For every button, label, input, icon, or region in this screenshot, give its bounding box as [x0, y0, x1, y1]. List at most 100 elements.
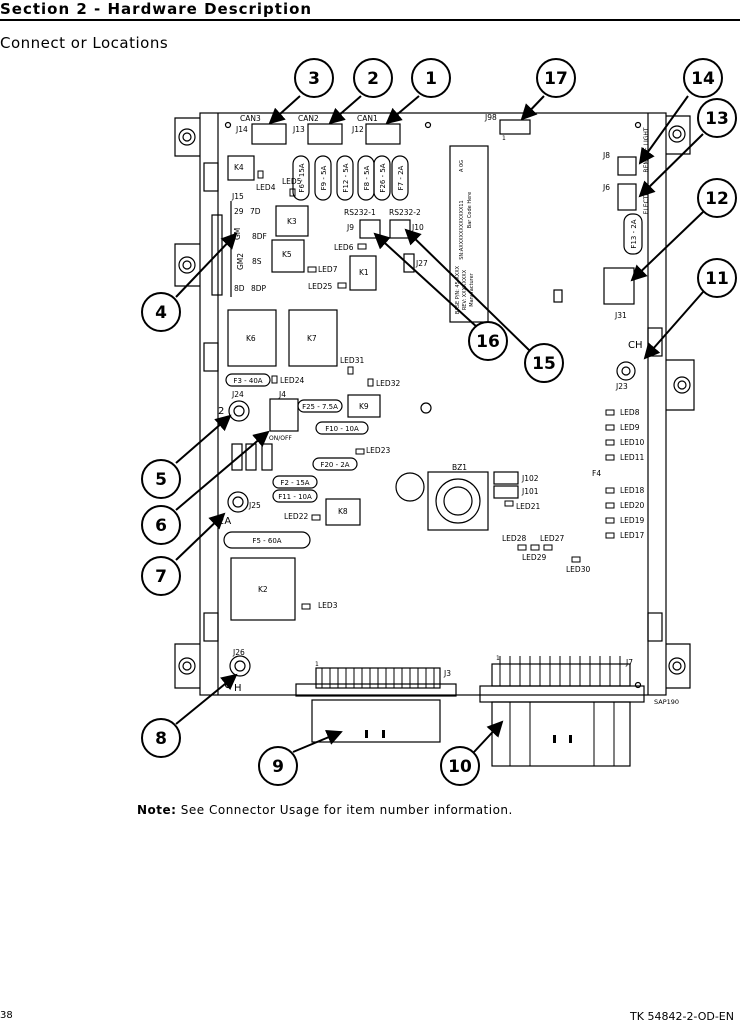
label-rs232-2: RS232-2 [389, 208, 421, 217]
callout-1: 1 [425, 69, 437, 89]
label-led3: LED3 [318, 601, 338, 610]
label-f6: F6 - 15A [298, 163, 306, 192]
label-pin1-j7: 1 [496, 655, 500, 662]
label-k7: K7 [307, 334, 317, 343]
label-can1: CAN1 [357, 114, 378, 123]
callout-10: 10 [448, 757, 472, 777]
label-led22: LED22 [284, 512, 308, 521]
label-t8s: 8S [252, 257, 262, 266]
label-f20: F20 - 2A [320, 461, 349, 469]
barcode-pn: BASE P/N: 45-XXXX [455, 265, 461, 314]
label-j7: J7 [625, 658, 633, 667]
label-sap190: SAP190 [654, 698, 679, 706]
label-led28: LED28 [502, 534, 526, 543]
label-onoff: ON/OFF [269, 435, 292, 442]
label-led18: LED18 [620, 486, 644, 495]
barcode-sn: SN:AXXXXXXXXXXXX11 [459, 200, 465, 260]
label-j13: J13 [292, 125, 305, 134]
callout-6: 6 [155, 516, 167, 536]
label-k3: K3 [287, 217, 297, 226]
label-led21: LED21 [516, 502, 540, 511]
label-led25: LED25 [308, 282, 332, 291]
callout-12: 12 [705, 189, 729, 209]
label-led17: LED17 [620, 531, 644, 540]
label-k2: K2 [258, 585, 268, 594]
note-label: Note: [137, 803, 177, 817]
label-can2: CAN2 [298, 114, 319, 123]
label-led23: LED23 [366, 446, 390, 455]
label-remote-light: REMOTE LIGHT [643, 127, 650, 172]
label-led30: LED30 [566, 565, 590, 574]
callout-16: 16 [476, 332, 500, 352]
callout-15: 15 [532, 354, 556, 374]
label-t29: 29 [234, 207, 244, 216]
label-j6: J6 [602, 183, 610, 192]
label-led8: LED8 [620, 408, 640, 417]
label-j102: J102 [521, 474, 539, 483]
label-led10: LED10 [620, 438, 644, 447]
label-ch: CH [628, 340, 643, 351]
mount-tab-bl [174, 643, 200, 689]
callout-3: 3 [308, 69, 320, 89]
label-j98: J98 [484, 113, 497, 122]
label-j15: J15 [231, 192, 244, 201]
label-k4: K4 [234, 163, 244, 172]
label-t8df: 8DF [252, 232, 267, 241]
label-t8d: 8D [234, 284, 245, 293]
callout-11: 11 [705, 269, 729, 289]
label-bz1: BZ1 [452, 463, 467, 472]
label-f2: F2 - 15A [280, 479, 309, 487]
page-subtitle: Connect or Locations [0, 34, 169, 52]
label-k6: K6 [246, 334, 256, 343]
label-led27: LED27 [540, 534, 564, 543]
label-j23: J23 [615, 382, 628, 391]
label-j14: J14 [235, 125, 248, 134]
label-led6: LED6 [334, 243, 354, 252]
label-f11: F11 - 10A [278, 493, 312, 501]
label-h: H [234, 683, 242, 694]
label-t2: 2 [218, 406, 224, 417]
label-gm: GM [233, 228, 242, 240]
label-k5: K5 [282, 250, 292, 259]
label-j8: J8 [602, 151, 610, 160]
label-led19: LED19 [620, 516, 644, 525]
barcode-rev2: REV: XXXXXXXX [462, 269, 468, 310]
barcode-rev: A 0G [459, 160, 465, 172]
note-text: See Connector Usage for item number info… [176, 803, 513, 817]
label-j9: J9 [346, 223, 354, 232]
board-outline [199, 112, 667, 696]
mount-tab-tl [174, 117, 200, 157]
label-t8dp: 8DP [251, 284, 267, 293]
callout-14: 14 [691, 69, 715, 89]
label-led4: LED4 [256, 183, 276, 192]
barcode-mfr: Manufacturer [469, 272, 475, 306]
callout-2: 2 [367, 69, 379, 89]
label-f12: F12 - 5A [342, 163, 350, 192]
callout-17: 17 [544, 69, 568, 89]
section-header: Section 2 - Hardware Description [0, 0, 313, 18]
label-t2a: 2A [218, 516, 231, 527]
label-electric: ELECTRIC [643, 186, 650, 215]
label-f26: F26 - 5A [379, 163, 387, 192]
callout-13: 13 [705, 109, 729, 129]
document-id: TK 54842-2-OD-EN [630, 1010, 734, 1023]
label-k8: K8 [338, 507, 348, 516]
label-led7: LED7 [318, 265, 338, 274]
label-f8: F8 - 5A [363, 165, 371, 190]
callout-8: 8 [155, 729, 167, 749]
label-f4: F4 [592, 469, 601, 478]
label-led11: LED11 [620, 453, 644, 462]
label-f3: F3 - 40A [233, 377, 262, 385]
label-led9: LED9 [620, 423, 640, 432]
label-j24: J24 [231, 390, 244, 399]
label-k1: K1 [359, 268, 369, 277]
label-j27: J27 [415, 259, 428, 268]
mount-tab-tr [666, 115, 691, 155]
page-number: 38 [0, 1010, 13, 1021]
label-pin1-j98: 1 [502, 135, 506, 142]
label-j3: J3 [443, 669, 451, 678]
label-f25: F25 - 7.5A [302, 403, 338, 411]
label-f13: F13 - 2A [630, 219, 638, 248]
header-rule [0, 19, 740, 21]
label-j25: J25 [248, 501, 261, 510]
